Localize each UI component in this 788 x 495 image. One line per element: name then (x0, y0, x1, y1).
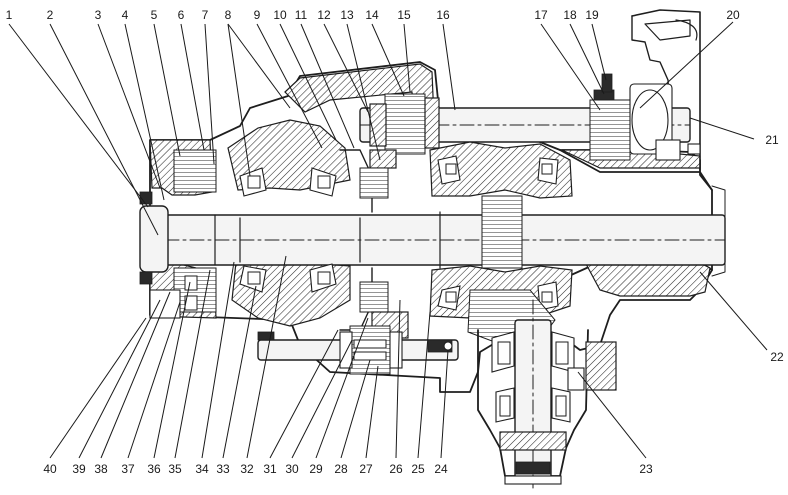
callout-37: 37 (121, 462, 135, 476)
callout-3: 3 (95, 8, 102, 22)
callout-10: 10 (273, 8, 287, 22)
leader-lines (8, 21, 768, 459)
vertical-pinion-output (477, 299, 617, 489)
callout-5: 5 (151, 8, 158, 22)
callout-9: 9 (254, 8, 261, 22)
callout-34: 34 (195, 462, 209, 476)
callout-21: 21 (765, 133, 779, 147)
callout-8: 8 (225, 8, 232, 22)
callout-12: 12 (317, 8, 331, 22)
callout-36: 36 (147, 462, 161, 476)
differential (429, 141, 573, 345)
callout-27: 27 (359, 462, 373, 476)
callout-20: 20 (726, 8, 740, 22)
callout-6: 6 (178, 8, 185, 22)
callout-2: 2 (47, 8, 54, 22)
callout-17: 17 (534, 8, 548, 22)
callout-11: 11 (295, 8, 308, 22)
callout-7: 7 (202, 8, 209, 22)
callout-26: 26 (389, 462, 403, 476)
callout-22: 22 (770, 350, 784, 364)
callout-35: 35 (168, 462, 182, 476)
callout-13: 13 (340, 8, 354, 22)
callout-18: 18 (563, 8, 577, 22)
callout-4: 4 (122, 8, 129, 22)
callout-39: 39 (72, 462, 86, 476)
callout-29: 29 (309, 462, 323, 476)
callout-1: 1 (6, 8, 13, 22)
callout-28: 28 (334, 462, 348, 476)
main-shaft (139, 185, 726, 277)
callout-14: 14 (365, 8, 379, 22)
callout-33: 33 (216, 462, 230, 476)
callout-31: 31 (263, 462, 277, 476)
callout-40: 40 (43, 462, 57, 476)
left-gear-pack (139, 149, 217, 319)
callout-15: 15 (397, 8, 411, 22)
callout-38: 38 (94, 462, 108, 476)
callout-25: 25 (411, 462, 425, 476)
callout-16: 16 (436, 8, 450, 22)
callout-19: 19 (585, 8, 599, 22)
callout-32: 32 (240, 462, 254, 476)
callout-30: 30 (285, 462, 299, 476)
callout-24: 24 (434, 462, 448, 476)
callout-23: 23 (639, 462, 653, 476)
